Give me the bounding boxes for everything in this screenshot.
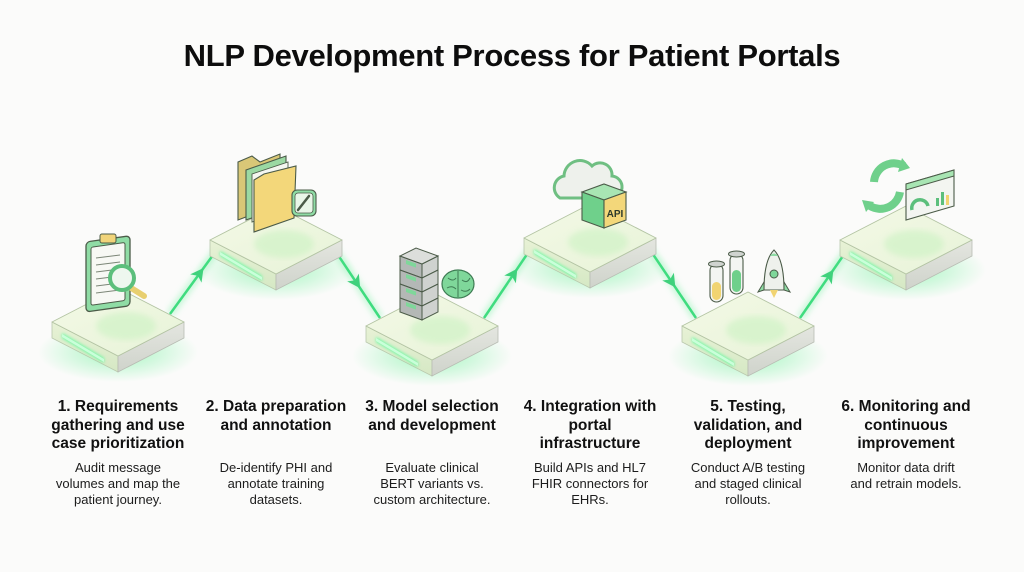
step-title-line: infrastructure xyxy=(539,435,641,452)
step-description-line: and retrain models. xyxy=(850,475,962,491)
step-description-line: Monitor data drift xyxy=(857,459,955,475)
step-platform xyxy=(38,233,198,382)
step-platform: API xyxy=(510,159,670,298)
step-title-line: 1. Requirements xyxy=(57,398,179,415)
brain-icon xyxy=(441,269,475,299)
step-description-line: Evaluate clinical xyxy=(385,460,479,475)
page-title: NLP Development Process for Patient Port… xyxy=(183,38,841,73)
bar-chart-icon xyxy=(936,198,939,206)
api-label: API xyxy=(607,209,624,220)
step-title-line: 4. Integration with xyxy=(523,398,657,415)
step-platform xyxy=(196,153,356,300)
step-description-line: and staged clinical xyxy=(694,475,802,491)
step-description-line: patient journey. xyxy=(74,491,162,507)
step-description-line: EHRs. xyxy=(571,491,609,507)
pencil-icon xyxy=(296,194,311,212)
step-description-line: custom architecture. xyxy=(373,492,491,507)
step-description-line: Conduct A/B testing xyxy=(690,459,806,475)
step-title-line: 5. Testing, xyxy=(710,398,786,415)
cloud-api-cube-icon: API xyxy=(552,159,628,229)
step-description-line: annotate training xyxy=(227,476,325,491)
arrowhead-icon xyxy=(347,273,361,289)
step-description-line: rollouts. xyxy=(725,491,771,507)
gauge-icon xyxy=(910,198,930,211)
step-title-line: 2. Data preparation xyxy=(205,398,347,415)
refresh-arrows-icon xyxy=(862,158,910,213)
step-description-line: Audit message xyxy=(75,459,161,475)
step-description-line: De-identify PHI and xyxy=(219,460,333,475)
step-platform xyxy=(352,247,512,386)
step-title-line: and development xyxy=(368,416,496,434)
step-description-line: volumes and map the xyxy=(55,475,181,491)
rocket-icon xyxy=(756,249,792,298)
step-title-line: continuous xyxy=(864,416,948,434)
step-description-line: FHIR connectors for xyxy=(531,475,649,491)
refresh-dashboard-icon xyxy=(862,158,955,221)
test-tube-icon xyxy=(708,260,725,303)
step-description-line: Build APIs and HL7 xyxy=(533,459,647,475)
folders-pencil-icon xyxy=(237,153,317,233)
step-title-line: gathering and use xyxy=(51,416,185,434)
test-tube-icon xyxy=(728,250,745,295)
step-title-line: case prioritization xyxy=(51,435,185,452)
step-platform xyxy=(826,158,986,300)
arrowhead-icon xyxy=(662,272,676,288)
test-tubes-rocket-icon xyxy=(708,249,792,303)
dashboard-window-icon xyxy=(905,169,955,221)
server-brain-icon xyxy=(398,247,475,321)
clipboard-magnifier-icon xyxy=(85,233,147,313)
step-title-line: portal xyxy=(568,416,612,434)
step-title-line: validation, and xyxy=(693,416,803,434)
step-platform xyxy=(668,249,828,386)
step-title-line: and annotation xyxy=(220,416,332,434)
step-description-line: datasets. xyxy=(249,492,303,507)
step-title-line: 3. Model selection xyxy=(365,398,499,415)
step-description-line: BERT variants vs. xyxy=(380,476,484,491)
step-title-line: improvement xyxy=(857,435,955,452)
step-title-line: 6. Monitoring and xyxy=(841,398,971,415)
step-title-line: deployment xyxy=(704,435,792,452)
